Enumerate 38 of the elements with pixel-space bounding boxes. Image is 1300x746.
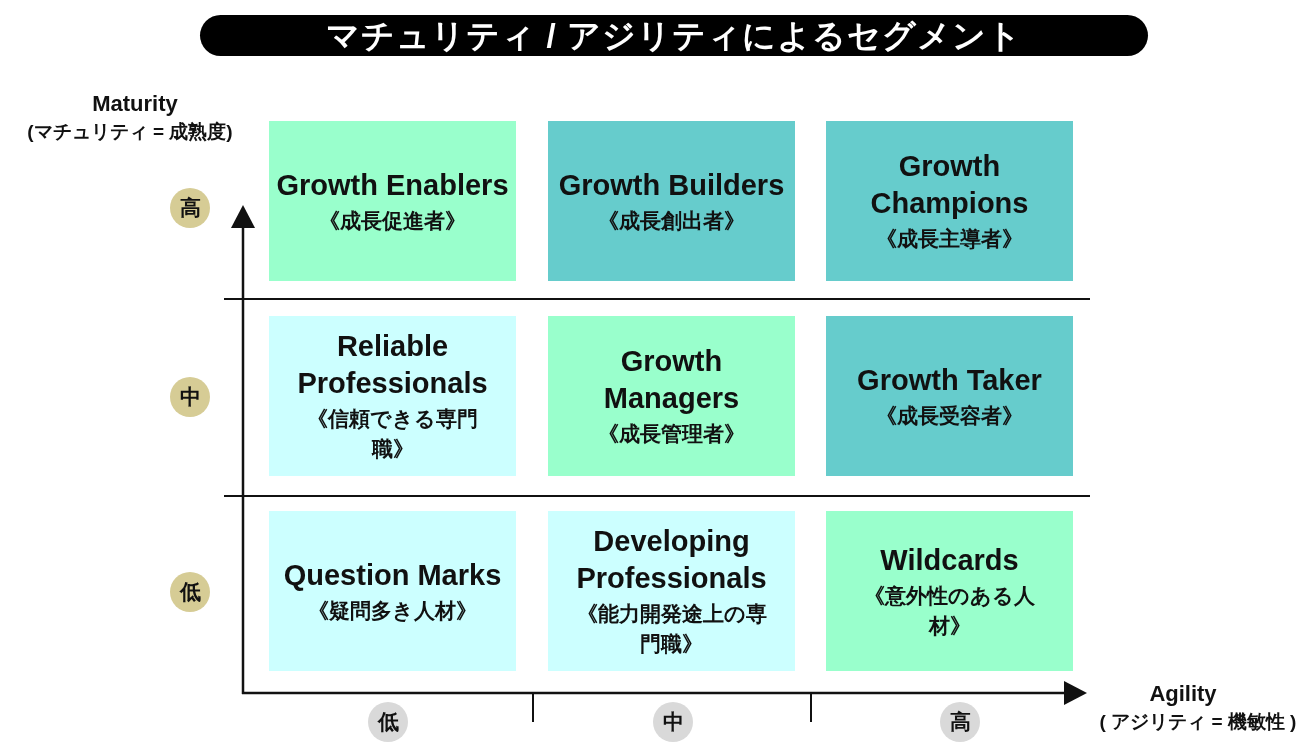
segment-name: Growth Managers bbox=[602, 344, 741, 416]
segment-box bbox=[548, 121, 795, 281]
segment-name: Growth Taker bbox=[857, 362, 1042, 398]
segment-translation: 《成長主導者》 bbox=[876, 226, 1023, 252]
segment-name: Growth Enablers bbox=[276, 167, 509, 203]
segment-box bbox=[826, 121, 1073, 281]
segment-translation: 《成長創出者》 bbox=[598, 207, 745, 234]
title-banner: マチュリティ / アジリティによるセグメント bbox=[200, 15, 1148, 56]
segment-name: Reliable Professionals bbox=[296, 329, 489, 401]
segment-box bbox=[269, 511, 516, 671]
segment-box bbox=[826, 511, 1073, 671]
segment-translation: 《意外性のある人材》 bbox=[863, 582, 1036, 639]
segment-translation: 《成長促進者》 bbox=[319, 207, 466, 234]
level-marker: 低 bbox=[170, 572, 210, 612]
segment-name: Wildcards bbox=[880, 542, 1019, 578]
segment-translation: 《能力開発途上の専門職》 bbox=[576, 601, 767, 657]
axis-subtitle: ( アジリティ = 機敏性 ) bbox=[1098, 710, 1298, 734]
segment-name: Question Marks bbox=[283, 557, 502, 593]
level-marker: 高 bbox=[170, 188, 210, 228]
segment-translation: 《疑問多き人材》 bbox=[308, 597, 477, 624]
segment-translation: 《成長受容者》 bbox=[876, 402, 1023, 429]
segment-box bbox=[269, 121, 516, 281]
segment-box bbox=[548, 511, 795, 671]
segment-translation: 《成長管理者》 bbox=[598, 421, 745, 447]
axis-title: Agility bbox=[1148, 680, 1218, 708]
segment-box bbox=[548, 316, 795, 476]
level-marker: 高 bbox=[940, 702, 980, 742]
segment-box bbox=[269, 316, 516, 476]
level-marker: 中 bbox=[170, 377, 210, 417]
level-marker: 中 bbox=[653, 702, 693, 742]
segment-name: Growth Champions bbox=[869, 149, 1030, 221]
segment-name: Growth Builders bbox=[558, 167, 785, 203]
level-marker: 低 bbox=[368, 702, 408, 742]
axis-title: Maturity bbox=[91, 90, 179, 118]
segment-name: Developing Professionals bbox=[575, 524, 768, 596]
segment-box bbox=[826, 316, 1073, 476]
axis-subtitle: (マチュリティ = 成熟度) bbox=[26, 120, 234, 144]
segment-translation: 《信頼できる専門職》 bbox=[306, 406, 479, 462]
